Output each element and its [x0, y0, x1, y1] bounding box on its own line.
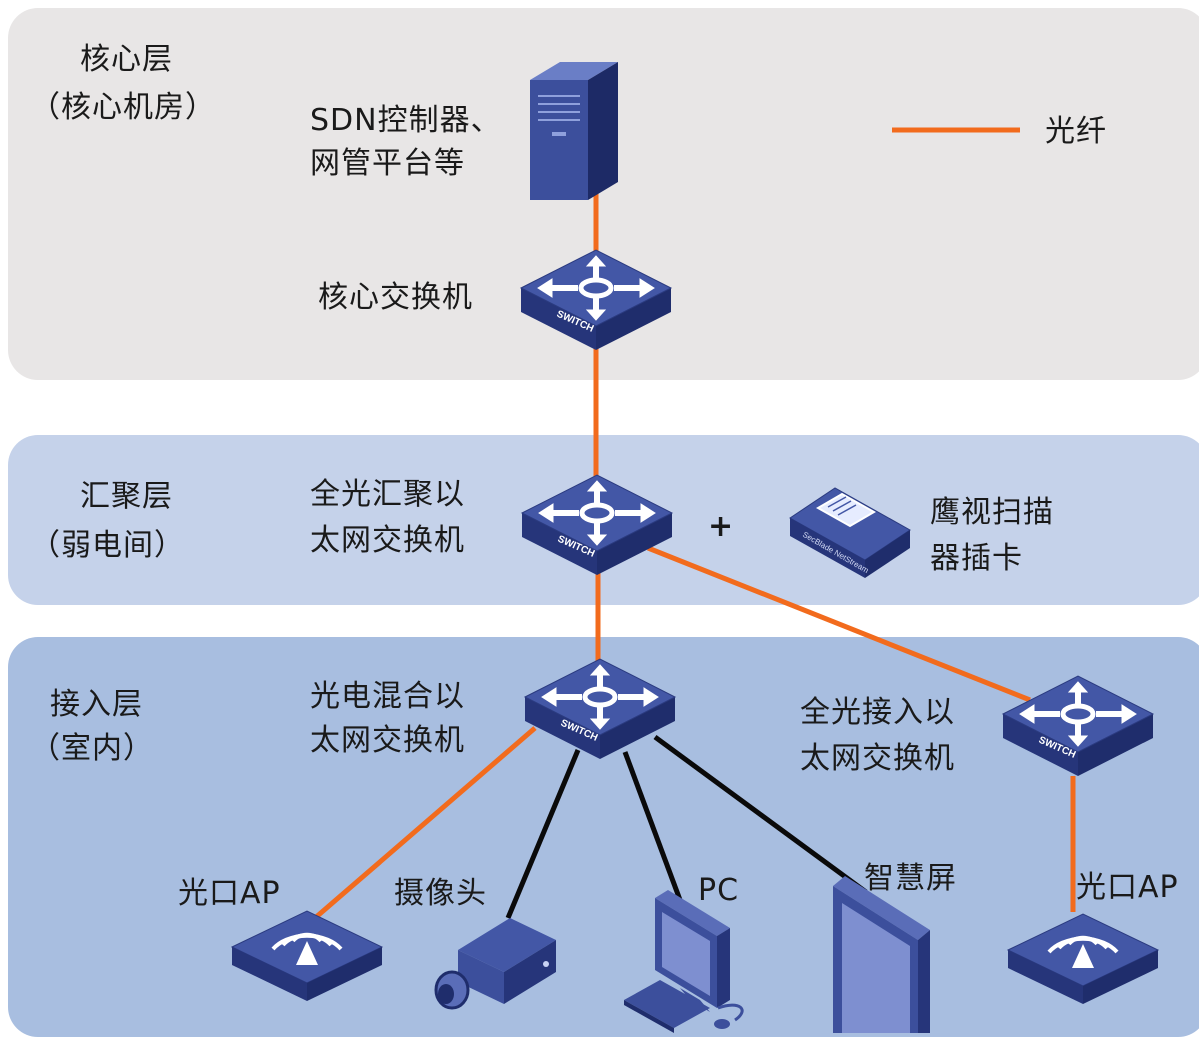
ap-right-label: 光口AP	[1076, 870, 1179, 905]
camera-icon	[434, 918, 556, 1010]
link-agg-optical-access	[647, 545, 1031, 703]
ap-left-icon	[230, 909, 384, 1003]
core-switch-icon	[521, 250, 671, 350]
core-layer-sub: （核心机房）	[30, 90, 216, 125]
scanner-card-label-line1: 鹰视扫描	[930, 495, 1054, 530]
pc-icon	[624, 890, 744, 1033]
agg-switch-label-line1: 全光汇聚以	[310, 477, 465, 512]
aggregation-switch-icon	[522, 475, 672, 575]
hybrid-switch-label-line1: 光电混合以	[310, 679, 465, 714]
scanner-card-icon: SecBlade NetStream	[789, 487, 911, 578]
optical-access-switch-label-line2: 太网交换机	[800, 741, 955, 776]
link-hybrid-ap-left	[313, 726, 537, 920]
pc-label: PC	[698, 873, 740, 908]
optical-access-switch-label-line1: 全光接入以	[800, 695, 955, 730]
aggregation-layer-sub: （弱电间）	[30, 528, 185, 563]
link-hybrid-pc	[622, 751, 686, 909]
ap-right-icon	[1006, 912, 1160, 1006]
legend-fiber-label: 光纤	[1045, 114, 1107, 149]
hybrid-switch-icon	[525, 659, 675, 759]
plus-sign: +	[708, 509, 735, 544]
access-layer-name: 接入层	[50, 687, 143, 722]
access-layer-sub: （室内）	[30, 731, 154, 766]
smart-screen-icon	[833, 876, 930, 1033]
core-switch-label: 核心交换机	[318, 280, 473, 315]
optical-access-switch-icon	[1003, 676, 1153, 776]
scanner-card-label-line2: 器插卡	[930, 541, 1023, 576]
core-layer-name: 核心层	[80, 42, 173, 77]
hybrid-switch-label-line2: 太网交换机	[310, 723, 465, 758]
smart-screen-label: 智慧屏	[864, 861, 957, 896]
server-icon	[530, 62, 618, 200]
link-hybrid-screen	[653, 734, 868, 895]
ap-left-label: 光口AP	[178, 876, 281, 911]
link-hybrid-camera	[505, 749, 581, 919]
controller-label-line2: 网管平台等	[310, 146, 465, 181]
camera-label: 摄像头	[394, 876, 487, 911]
aggregation-layer-name: 汇聚层	[80, 479, 173, 514]
agg-switch-label-line2: 太网交换机	[310, 523, 465, 558]
controller-label-line1: SDN控制器、	[310, 103, 502, 138]
